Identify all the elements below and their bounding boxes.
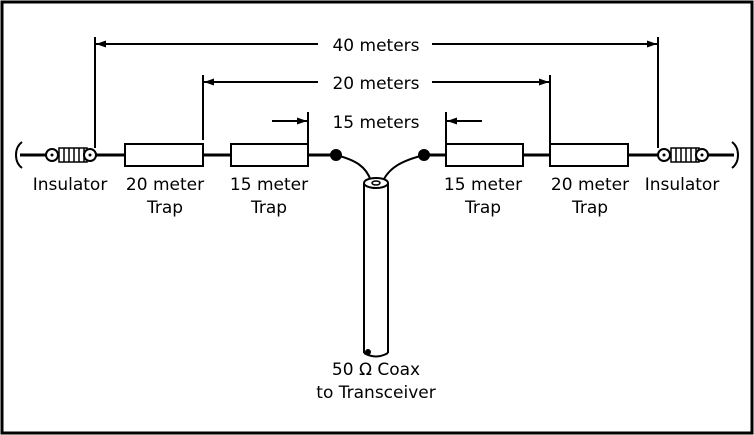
trap-15m-left-label-line1: 15 meter (230, 175, 308, 195)
trap-20m-right (549, 143, 629, 167)
dimension-40-meters: 40 meters (94, 36, 659, 148)
insulator-right (657, 147, 709, 163)
dimension-20-meters: 20 meters (202, 74, 551, 146)
right-support-rope (731, 141, 739, 169)
insulator-left (45, 147, 97, 163)
trap-15m-right (445, 143, 524, 167)
feed-wire-right (382, 154, 425, 182)
trap-20m-left (124, 143, 204, 167)
dimension-20-label: 20 meters (332, 74, 419, 94)
dimension-40-label: 40 meters (332, 36, 419, 56)
dimension-15-label: 15 meters (332, 113, 419, 133)
trap-15m-left (230, 143, 309, 167)
trap-20m-left-label-line1: 20 meter (126, 175, 204, 195)
coax-label-line1: 50 Ω Coax (332, 360, 420, 380)
trap-20m-right-label-line2: Trap (571, 198, 608, 218)
dimension-15-meters: 15 meters (272, 112, 482, 146)
trap-15m-right-label-line2: Trap (464, 198, 501, 218)
feed-wire-left (335, 154, 372, 182)
trap-15m-right-label-line1: 15 meter (444, 175, 522, 195)
coax-cable (363, 177, 389, 358)
coax-label-line2: to Transceiver (316, 383, 435, 403)
trap-15m-left-label-line2: Trap (250, 198, 287, 218)
left-support-rope (15, 141, 23, 169)
trap-20m-left-label-line2: Trap (146, 198, 183, 218)
insulator-left-label: Insulator (33, 175, 108, 195)
trap-20m-right-label-line1: 20 meter (551, 175, 629, 195)
insulator-right-label: Insulator (645, 175, 720, 195)
